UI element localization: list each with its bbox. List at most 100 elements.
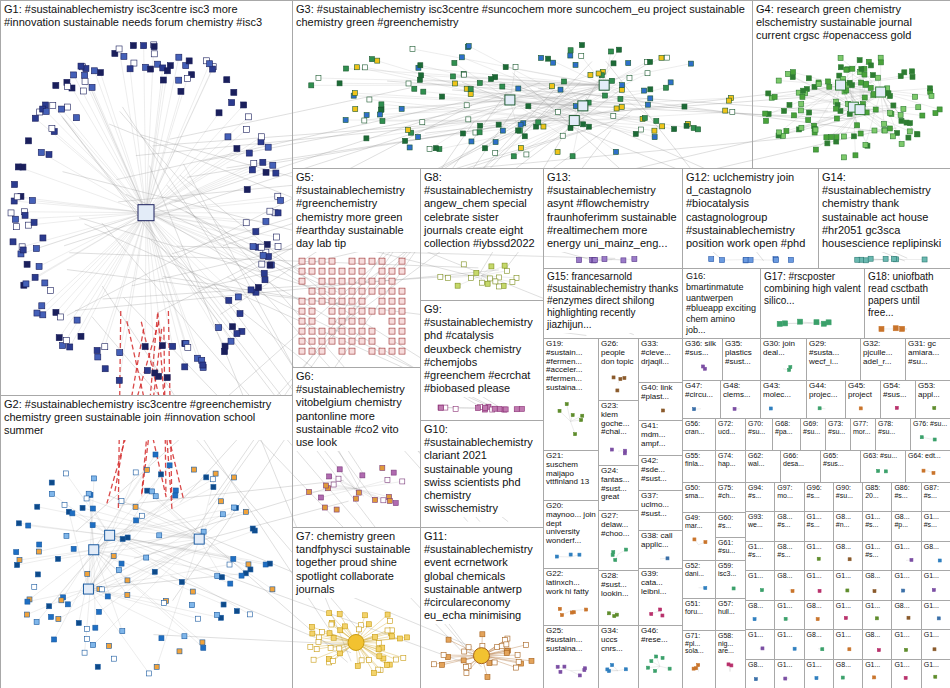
- vertex-icon: [933, 648, 936, 651]
- vertex-icon: [359, 298, 365, 304]
- vertex-edge: [146, 213, 185, 367]
- vertex-icon: [207, 61, 213, 67]
- vertex-edge: [88, 589, 149, 673]
- vertex-icon: [119, 561, 124, 566]
- vertex-icon: [49, 480, 54, 485]
- vertex-edge: [27, 589, 88, 615]
- vertex-cluster: [760, 589, 764, 592]
- vertex-cluster: [937, 617, 940, 620]
- vertex-icon: [578, 674, 581, 677]
- group-box: G1...: [745, 629, 775, 659]
- vertex-icon: [529, 658, 534, 663]
- vertex-icon: [899, 118, 904, 123]
- vertex-icon: [654, 118, 659, 123]
- vertex-edge: [146, 213, 203, 365]
- vertex-icon: [403, 138, 408, 143]
- group-box: G41: mdm... ampf...: [638, 420, 683, 456]
- vertex-icon: [234, 331, 240, 337]
- vertex-icon: [46, 152, 52, 158]
- vertex-cluster: [556, 665, 586, 677]
- group-label: G10: #sustainablechemistry clariant 2021…: [421, 421, 543, 517]
- vertex-icon: [693, 538, 696, 541]
- vertex-cluster: [612, 376, 626, 392]
- vertex-icon: [144, 368, 150, 374]
- vertex-icon: [696, 127, 701, 132]
- vertex-icon: [152, 569, 157, 574]
- vertex-icon: [93, 625, 98, 630]
- vertex-edge: [146, 105, 244, 213]
- vertex-icon: [709, 257, 714, 262]
- vertex-icon: [349, 288, 355, 294]
- vertex-cluster: [610, 448, 626, 455]
- vertex-icon: [373, 497, 378, 502]
- vertex-icon: [581, 414, 584, 417]
- vertex-cluster: [309, 43, 735, 159]
- vertex-cluster: [855, 256, 927, 263]
- group-label: G85: 20...: [863, 483, 891, 500]
- hub-icon: [105, 530, 115, 540]
- group-label: G8...: [834, 660, 862, 670]
- group-box: G60: #s...: [715, 512, 746, 538]
- vertex-icon: [688, 61, 693, 66]
- vertex-cluster: [933, 648, 936, 651]
- vertex-icon: [367, 97, 372, 102]
- vertex-icon: [497, 284, 502, 289]
- vertex-edge: [146, 213, 162, 346]
- group-box: G1... #s...: [745, 541, 775, 571]
- vertex-icon: [20, 247, 26, 253]
- vertex-icon: [421, 89, 426, 94]
- vertex-icon: [185, 345, 191, 351]
- group-box: G44: projec...: [806, 380, 846, 419]
- vertex-icon: [526, 104, 531, 109]
- vertex-icon: [612, 376, 615, 379]
- inter-group-edge: [61, 116, 478, 663]
- group-box: G35: plastics #sust...: [722, 338, 761, 381]
- vertex-icon: [130, 43, 136, 49]
- vertex-edge: [496, 106, 583, 142]
- vertex-icon: [693, 408, 696, 411]
- vertex-cluster: [848, 648, 851, 651]
- vertex-icon: [309, 83, 314, 88]
- vertex-icon: [237, 311, 243, 317]
- group-label: G8...: [805, 601, 833, 611]
- vertex-edge: [802, 97, 853, 107]
- vertex-icon: [159, 472, 164, 477]
- vertex-icon: [371, 671, 376, 676]
- vertex-icon: [777, 130, 782, 135]
- vertex-edge: [37, 535, 110, 622]
- vertex-cluster: [8, 42, 284, 383]
- vertex-icon: [652, 135, 657, 140]
- group-label: G16: bmartinmatute uantwerpen #blueapp e…: [683, 269, 760, 338]
- vertex-icon: [619, 87, 624, 92]
- vertex-icon: [821, 648, 824, 651]
- inter-group-edge: [119, 480, 344, 505]
- group-box: G1...: [891, 659, 921, 688]
- vertex-icon: [704, 541, 707, 544]
- vertex-icon: [824, 135, 829, 140]
- vertex-icon: [515, 653, 520, 658]
- group-label: G1...: [775, 630, 803, 640]
- vertex-icon: [307, 490, 312, 495]
- group-label: G1...: [922, 571, 950, 581]
- vertex-icon: [514, 407, 519, 412]
- vertex-icon: [189, 603, 194, 608]
- vertex-icon: [377, 112, 382, 117]
- inter-group-edge: [153, 635, 351, 645]
- inter-group-lines: [61, 61, 907, 667]
- group-box: G1... #s...: [862, 541, 892, 571]
- group-label: G93: we...: [746, 512, 774, 529]
- vertex-icon: [893, 326, 898, 331]
- group-label: G5: #sustainablechemistry #greenchemistr…: [293, 169, 420, 252]
- group-box: G21: suschem maijapo vttfinland 13: [543, 450, 599, 501]
- vertex-icon: [125, 592, 130, 597]
- group-box: G1...: [774, 629, 804, 659]
- vertex-icon: [818, 407, 821, 410]
- vertex-icon: [47, 287, 53, 293]
- vertex-icon: [485, 281, 490, 286]
- vertex-icon: [816, 82, 821, 87]
- group-box: G61: #su...: [715, 537, 746, 561]
- vertex-icon: [550, 84, 555, 89]
- vertex-icon: [645, 102, 650, 107]
- vertex-edge: [85, 75, 146, 212]
- vertex-icon: [319, 328, 325, 334]
